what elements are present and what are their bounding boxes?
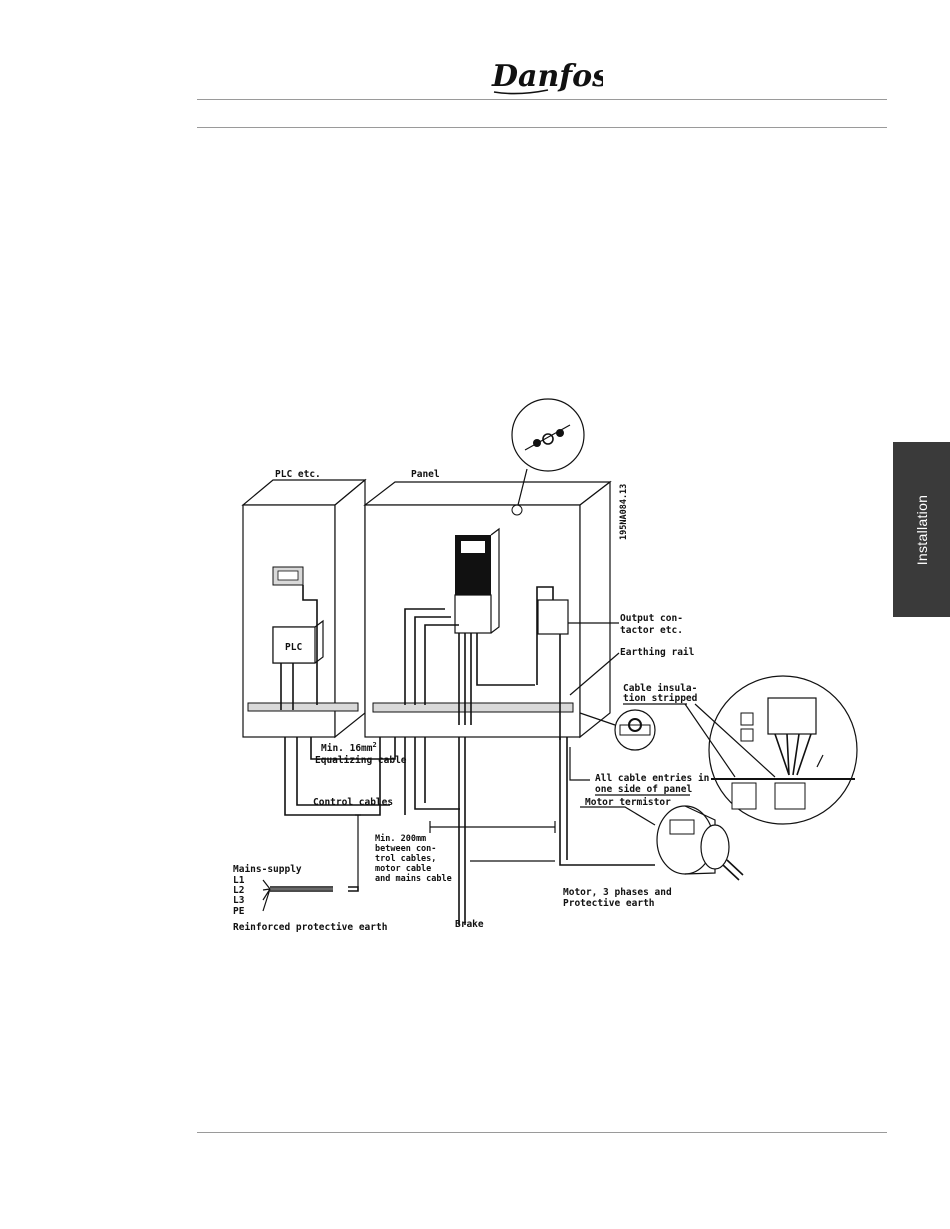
header-rule-bottom <box>197 127 887 128</box>
section-tab-installation[interactable]: Installation <box>893 442 950 617</box>
section-tab-label: Installation <box>913 494 930 565</box>
output-contactor <box>537 599 569 635</box>
cable-insulation-label-1: Cable insula- <box>623 683 697 694</box>
frequency-converter <box>454 594 492 634</box>
figure-code: 195NA084.13 <box>619 484 629 540</box>
l1-label: L1 <box>233 875 245 886</box>
cable-insulation-label-2: tion stripped <box>623 693 698 704</box>
pe-label: PE <box>233 906 245 917</box>
output-contactor-label-1: Output con- <box>620 613 683 624</box>
output-contactor-label-2: tactor etc. <box>620 625 683 636</box>
danfoss-logo-mark: Danfoss <box>491 59 603 95</box>
mains-supply-label: Mains-supply <box>233 864 302 875</box>
control-cables-label: Control cables <box>313 797 393 808</box>
plc-cabinet-label: PLC etc. <box>275 469 321 480</box>
motor-label-1: Motor, 3 phases and <box>563 887 672 898</box>
motor-label-2: Protective earth <box>563 898 655 909</box>
all-entries-label-1: All cable entries in <box>595 773 709 784</box>
plc-cabinet: PLC <box>241 478 367 739</box>
min-200-label-1: Min. 200mm <box>375 833 426 844</box>
earthing-rail-label: Earthing rail <box>620 647 695 658</box>
min-16mm-label: Min. 16mm2 <box>321 741 377 754</box>
equalizing-cable-label: Equalizing cable <box>315 755 407 766</box>
motor-illustration <box>656 805 744 881</box>
logo-wordmark: Danfoss <box>491 59 603 94</box>
brake-label: Brake <box>455 919 484 930</box>
plc-label: PLC <box>285 642 302 653</box>
panel-cabinet <box>363 480 612 740</box>
reinforced-earth-label: Reinforced protective earth <box>233 922 387 933</box>
min-200-label-4: motor cable <box>375 864 431 874</box>
wiring-diagram: PLC PLC etc. Panel 195NA084.13 O <box>215 395 875 940</box>
l3-label: L3 <box>233 895 245 906</box>
panel-label: Panel <box>411 469 440 480</box>
min-200-label-5: and mains cable <box>375 873 452 884</box>
header-rule-top <box>197 99 887 100</box>
wiring-diagram-svg: PLC PLC etc. Panel 195NA084.13 O <box>233 398 858 933</box>
l2-label: L2 <box>233 885 244 896</box>
min-200-label-3: trol cables, <box>375 854 436 864</box>
motor-termistor-label: Motor termistor <box>585 797 671 808</box>
earth-bolt-detail <box>511 398 585 506</box>
footer-rule <box>197 1132 887 1133</box>
motor-terminal-detail <box>684 675 858 825</box>
danfoss-logo: Danfoss <box>488 52 603 98</box>
min-200-label-2: between con- <box>375 844 436 854</box>
plc-unit <box>272 626 316 664</box>
stripped-cable-detail <box>579 709 656 751</box>
all-entries-label-2: one side of panel <box>595 784 693 795</box>
